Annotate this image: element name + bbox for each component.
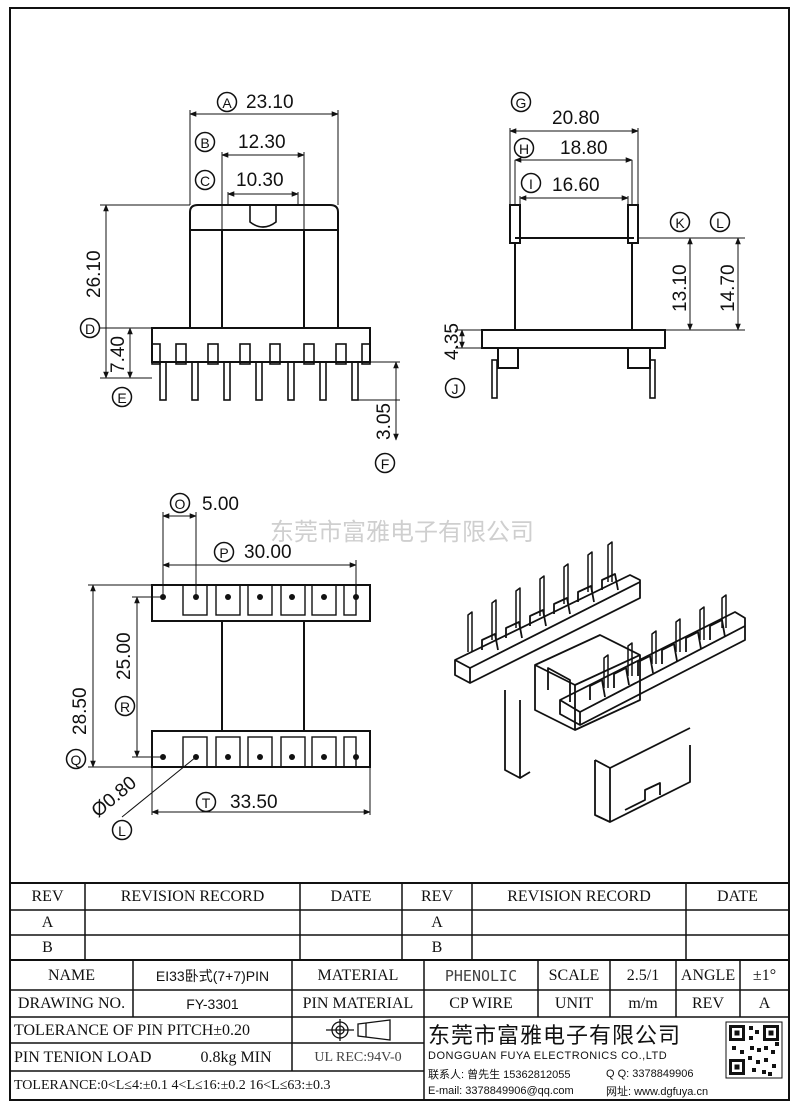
scale-value: 2.5/1 [626, 966, 660, 984]
top-view-labels: O 5.00 P 30.00 28.50 Q 25.00 R Ø0.80 L T… [65, 492, 292, 841]
company-name-en: DONGGUAN FUYA ELECTRONICS CO.,LTD [428, 1050, 668, 1062]
dim-r-value: 25.00 [114, 632, 135, 680]
dim-d-value: 26.10 [84, 250, 105, 298]
unit-value: m/m [628, 995, 658, 1012]
rev-row-b-right: B [431, 938, 443, 956]
dim-d-letter: D [85, 321, 95, 337]
dim-d2-value: 7.40 [108, 336, 129, 373]
dim-a-value: 23.10 [246, 92, 294, 113]
pin-tension-load-value: 0.8kg MIN [200, 1048, 272, 1066]
dim-j-value: 4.35 [442, 323, 463, 360]
pin-material-label: PIN MATERIAL [302, 995, 414, 1012]
rev-row-a-left: A [41, 913, 54, 931]
company-contact: 联系人: 曾先生 15362812055 [428, 1069, 571, 1081]
general-tolerance: TOLERANCE:0<L≤4:±0.1 4<L≤16:±0.2 16<L≤63… [14, 1078, 331, 1093]
side-view-labels: G 20.80 H 18.80 I 16.60 K 13.10 L 14.70 … [442, 91, 739, 399]
dim-o-value: 5.00 [202, 494, 239, 515]
front-view-labels: A 23.10 B 12.30 C 10.30 26.10 D 7.40 E 3… [79, 91, 396, 474]
pin-pitch-tolerance: TOLERANCE OF PIN PITCH±0.20 [14, 1021, 251, 1039]
pin-material-value: CP WIRE [449, 995, 513, 1012]
dim-h-letter: H [519, 141, 529, 157]
date-header-2: DATE [717, 888, 758, 905]
dim-s-letter: L [118, 823, 126, 839]
dim-b-letter: B [200, 135, 209, 151]
name-value: EI33卧式(7+7)PIN [155, 967, 270, 984]
title-block-grid [10, 882, 789, 1100]
dim-l-value: 14.70 [718, 264, 739, 312]
revision-record-header-2: REVISION RECORD [507, 888, 651, 905]
dim-e-letter: E [117, 390, 126, 406]
unit-label: UNIT [554, 995, 594, 1012]
projection-symbol [326, 1019, 391, 1041]
isometric-view [454, 541, 746, 823]
rev-header-1: REV [31, 888, 64, 905]
dim-k-value: 13.10 [670, 264, 691, 312]
dim-s-value: Ø0.80 [88, 772, 141, 821]
pin-tension-load-label: PIN TENION LOAD [14, 1048, 152, 1066]
revision-record-header-1: REVISION RECORD [120, 888, 265, 905]
dim-r-letter: R [120, 699, 130, 715]
dim-b-value: 12.30 [238, 132, 286, 153]
company-email: E-mail: 3378849906@qq.com [428, 1085, 574, 1097]
dim-c-letter: C [200, 173, 210, 189]
rev-row-a-right: A [431, 913, 443, 931]
dim-g-letter: G [516, 95, 527, 111]
watermark: 东莞市富雅电子有限公司 [270, 519, 534, 546]
dim-p-letter: P [219, 545, 228, 561]
dim-f-letter: F [381, 456, 390, 472]
dim-i-letter: I [529, 176, 533, 192]
dim-g-value: 20.80 [552, 108, 600, 129]
company-name-cn: 东莞市富雅电子有限公司 [428, 1023, 682, 1048]
dim-k-letter: K [675, 215, 685, 231]
date-header-1: DATE [330, 888, 372, 905]
dim-f-value: 3.05 [374, 403, 395, 440]
front-view [100, 110, 400, 441]
drawing-no-label: DRAWING NO. [17, 995, 126, 1012]
ul-rating: UL REC:94V-0 [314, 1049, 402, 1065]
angle-value: ±1° [752, 966, 777, 984]
rev-label: REV [692, 995, 724, 1012]
name-label: NAME [47, 966, 96, 984]
angle-label: ANGLE [680, 966, 736, 984]
material-value: PHENOLIC [444, 966, 518, 985]
qr-code [725, 1021, 783, 1079]
dim-t-letter: T [202, 795, 211, 811]
side-view [455, 128, 745, 399]
drawing-no-value: FY-3301 [186, 996, 239, 1012]
dim-q-value: 28.50 [70, 687, 91, 735]
rev-header-2: REV [421, 888, 453, 905]
top-view [88, 512, 371, 818]
dim-h-value: 18.80 [560, 138, 608, 159]
dim-t-value: 33.50 [230, 792, 278, 813]
material-label: MATERIAL [317, 966, 399, 984]
dim-o-letter: O [175, 496, 186, 512]
dim-a-letter: A [222, 95, 232, 111]
company-qq: Q Q: 3378849906 [606, 1068, 694, 1080]
dim-l-letter: L [716, 215, 724, 231]
scale-label: SCALE [548, 966, 600, 984]
title-block: REV REVISION RECORD DATE REV REVISION RE… [10, 883, 789, 1100]
dim-p-value: 30.00 [244, 542, 292, 563]
rev-row-b-left: B [42, 938, 53, 956]
dim-j-letter: J [452, 381, 459, 397]
rev-value: A [758, 995, 771, 1012]
dim-i-value: 16.60 [552, 175, 600, 196]
dim-c-value: 10.30 [236, 170, 284, 191]
company-web: 网址: www.dgfuya.cn [606, 1086, 709, 1098]
dim-q-letter: Q [71, 752, 82, 768]
